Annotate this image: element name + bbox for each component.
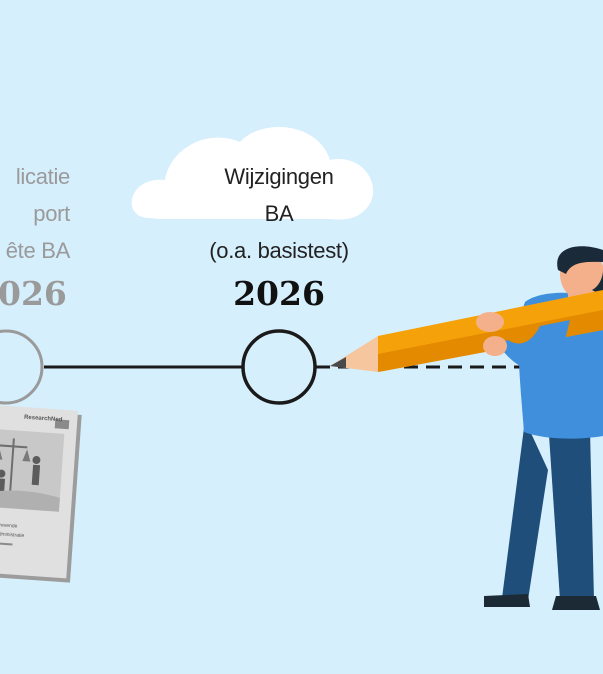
milestone-faded-line-2: port (33, 201, 70, 226)
report-booklet (0, 404, 82, 583)
milestone-current-year: 2026 (233, 274, 325, 313)
milestone-faded-line-1: licatie (15, 164, 70, 189)
report-caption: verrevende e administratie (0, 521, 25, 541)
milestone-circle-faded (0, 329, 44, 405)
milestone-current-label: Wijzigingen BA (o.a. basistest) (179, 158, 379, 269)
milestone-faded-label: licatie port ête BA (0, 158, 71, 269)
milestone-circle-current (241, 329, 317, 405)
milestone-current-line-2: BA (264, 201, 294, 226)
milestone-current-line-1: Wijzigingen (224, 164, 334, 189)
milestone-faded-year: 026 (0, 274, 67, 313)
milestone-faded-line-3: ête BA (5, 238, 71, 263)
person-with-pencil (470, 246, 603, 610)
milestone-current-line-3: (o.a. basistest) (209, 238, 349, 263)
cloud-shape (131, 127, 374, 220)
report-caption-line-2: e administratie (0, 531, 25, 540)
person-front-arm (476, 312, 570, 371)
